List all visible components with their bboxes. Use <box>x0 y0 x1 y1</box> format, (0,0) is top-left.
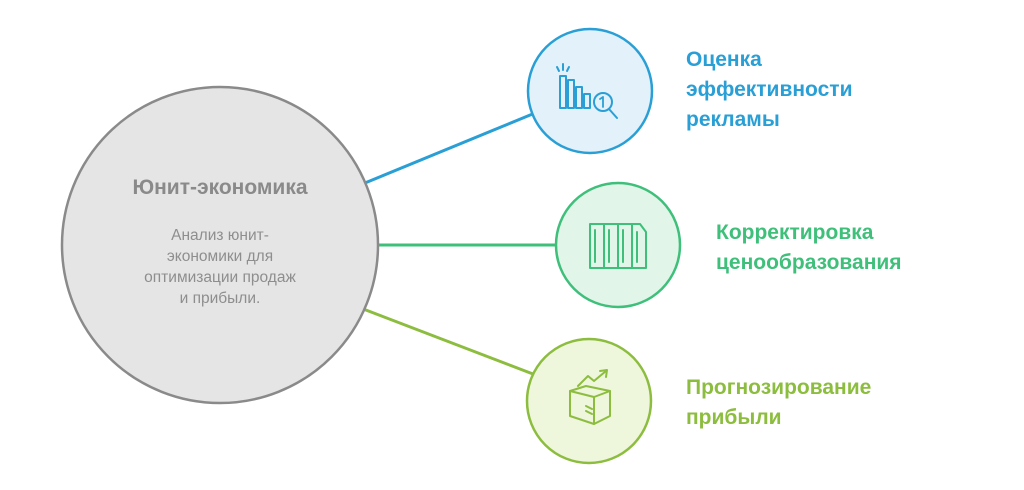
hub-title: Юнит-экономика <box>132 176 308 199</box>
hub-circle <box>60 85 380 405</box>
node-pricing-adjustment <box>554 181 682 309</box>
bar-chart-magnifier-icon <box>556 63 618 119</box>
label-pricing-adjustment: Корректировка ценообразования <box>716 221 902 274</box>
price-columns-icon <box>589 223 647 269</box>
label-ad-efficiency: Оценка эффективности рекламы <box>686 48 853 131</box>
hub-description: Анализ юнит- экономики для оптимизации п… <box>102 225 338 309</box>
node-ad-efficiency <box>526 27 654 155</box>
node-profit-forecast <box>525 337 653 465</box>
box-growth-arrow-icon <box>569 369 611 425</box>
hub-description-text: Анализ юнит- экономики для оптимизации п… <box>144 227 296 307</box>
connector-lime <box>357 305 534 376</box>
connector-blue <box>359 111 536 187</box>
label-profit-forecast: Прогнозирование прибыли <box>686 376 872 429</box>
